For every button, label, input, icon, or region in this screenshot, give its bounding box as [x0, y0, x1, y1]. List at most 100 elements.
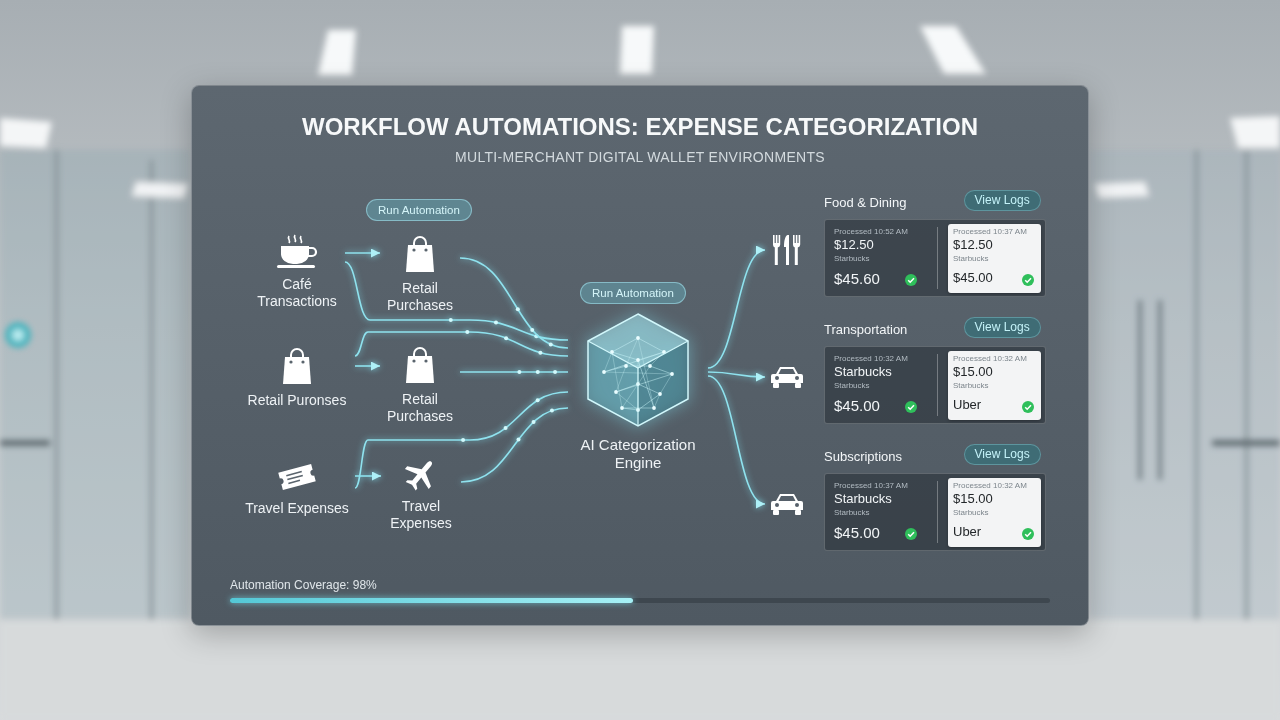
- engine-label: AI Categorization Engine: [568, 436, 708, 472]
- source-node: Café Transactions: [249, 234, 345, 310]
- source-node: Travel Expenses: [239, 460, 355, 517]
- flow-connector: [355, 365, 380, 367]
- bag-icon-graphic: [403, 234, 437, 274]
- status-check: [905, 274, 917, 286]
- flow-dot: [517, 437, 521, 441]
- card-text: Starbucks: [834, 491, 892, 507]
- source-node: Retail Puronses: [239, 346, 355, 409]
- status-check: [905, 528, 917, 540]
- transaction-card: Processed 10:37 AM$12.50Starbucks$45.00: [948, 224, 1041, 293]
- status-check-graphic: [905, 274, 917, 286]
- card-divider: [937, 354, 938, 416]
- source-label: Retail Purchases: [380, 391, 460, 425]
- source-label: Travel Expenses: [381, 498, 461, 532]
- status-check-graphic: [1022, 401, 1034, 413]
- flow-connector: [345, 252, 380, 254]
- card-text: Uber: [953, 524, 981, 540]
- engine-cube-graphic: [582, 310, 694, 430]
- flow-connector: [708, 250, 765, 368]
- button-text: View Logs: [975, 320, 1030, 335]
- transaction-card: Processed 10:32 AMStarbucksStarbucks$45.…: [829, 351, 929, 420]
- diagram-subtitle: MULTI-MERCHANT DIGITAL WALLET ENVIRONMEN…: [191, 149, 1089, 166]
- status-check: [1022, 274, 1034, 286]
- flow-dot: [449, 318, 453, 322]
- card-text: $45.00: [834, 524, 880, 542]
- flow-connector: [461, 408, 568, 482]
- status-check-graphic: [1022, 528, 1034, 540]
- coverage-label: Automation Coverage: 98%: [230, 578, 377, 593]
- status-check-graphic: [905, 528, 917, 540]
- ticket-icon: [239, 460, 355, 494]
- flow-connector: [708, 376, 765, 504]
- button-text: View Logs: [975, 447, 1030, 462]
- source-label: Café Transactions: [249, 276, 345, 310]
- category-panel: Food & DiningView LogsProcessed 10:52 AM…: [765, 190, 1046, 297]
- transaction-card: Processed 10:32 AM$15.00StarbucksUber: [948, 351, 1041, 420]
- transaction-card: Processed 10:37 AMStarbucksStarbucks$45.…: [829, 478, 929, 547]
- diagram-title: WORKFLOW AUTOMATIONS: EXPENSE CATEGORIZA…: [191, 113, 1089, 141]
- flow-dot: [516, 307, 520, 311]
- car-icon-graphic: [769, 364, 805, 390]
- view-logs-button: View Logs: [964, 444, 1041, 465]
- flow-connector: [355, 332, 568, 356]
- plane-icon: [381, 456, 461, 492]
- cafe-icon: [249, 234, 345, 270]
- card-text: Processed 10:32 AM: [953, 354, 1027, 364]
- car-icon: [769, 364, 805, 390]
- card-text: Starbucks: [834, 364, 892, 380]
- card-text: Processed 10:32 AM: [953, 481, 1027, 491]
- source-node: Retail Purchases: [380, 234, 460, 314]
- card-text: Processed 10:32 AM: [834, 354, 908, 364]
- bag-icon: [380, 345, 460, 385]
- flow-dot: [504, 336, 508, 340]
- status-check: [1022, 401, 1034, 413]
- card-text: Starbucks: [834, 254, 870, 264]
- category-heading: Transportation: [824, 322, 907, 338]
- category-heading: Food & Dining: [824, 195, 906, 211]
- card-text: $15.00: [953, 491, 993, 507]
- flow-dot: [504, 426, 508, 430]
- bag-icon-graphic: [280, 346, 314, 386]
- card-text: Processed 10:37 AM: [834, 481, 908, 491]
- cafe-icon-graphic: [275, 234, 319, 270]
- engine-cube: [568, 310, 708, 430]
- flow-connector: [355, 392, 568, 488]
- flow-dot: [494, 320, 498, 324]
- card-text: $45.00: [953, 270, 993, 286]
- flow-connector: [708, 372, 765, 377]
- category-panel: SubscriptionsView LogsProcessed 10:37 AM…: [765, 444, 1046, 551]
- card-text: Uber: [953, 397, 981, 413]
- flow-connector: [345, 262, 568, 340]
- engine-node: AI Categorization Engine: [568, 310, 708, 472]
- bag-icon: [239, 346, 355, 386]
- bag-icon: [380, 234, 460, 274]
- card-text: Starbucks: [953, 508, 989, 518]
- status-check-graphic: [905, 401, 917, 413]
- button-text: Run Automation: [378, 203, 460, 217]
- card-divider: [937, 227, 938, 289]
- ticket-icon-graphic: [276, 460, 318, 494]
- source-label: Travel Expenses: [239, 500, 355, 517]
- flow-dot: [532, 420, 536, 424]
- flow-dot: [536, 398, 540, 402]
- source-label: Retail Purchases: [380, 280, 460, 314]
- flow-dot: [553, 370, 557, 374]
- car-icon-graphic: [769, 491, 805, 517]
- category-panel: Transportation View LogsProcessed 10:32 A…: [765, 317, 1046, 424]
- flow-dot: [530, 328, 534, 332]
- run-automation-button: Run Automation: [366, 199, 472, 221]
- source-label: Retail Puronses: [239, 392, 355, 409]
- transaction-card: Processed 10:32 AM$15.00StarbucksUber: [948, 478, 1041, 547]
- source-node: Retail Purchases: [380, 345, 460, 425]
- plane-icon-graphic: [403, 456, 439, 492]
- flow-dot: [549, 342, 553, 346]
- status-check: [905, 401, 917, 413]
- flow-dot: [536, 370, 540, 374]
- dining-icon-graphic: [770, 233, 804, 267]
- card-text: $12.50: [953, 237, 993, 253]
- flow-dot: [517, 370, 521, 374]
- transaction-card: Processed 10:52 AM$12.50Starbucks$45.60: [829, 224, 929, 293]
- card-divider: [937, 481, 938, 543]
- card-text: Starbucks: [834, 381, 870, 391]
